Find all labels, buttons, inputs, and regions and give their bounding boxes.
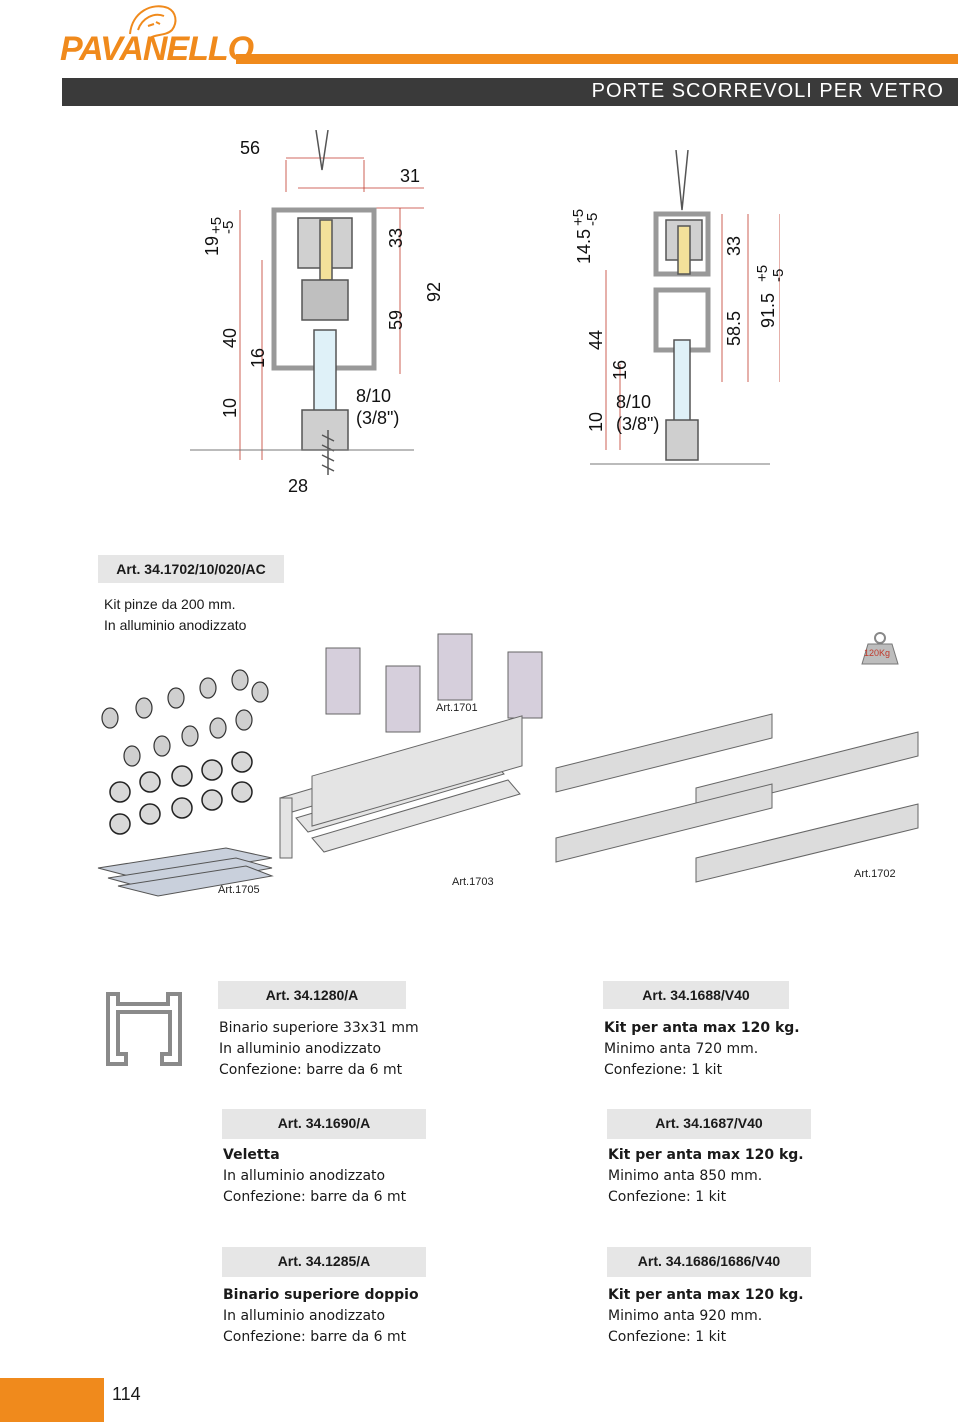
product-5-line2: In alluminio anodizzato [223, 1308, 386, 1324]
dim-14-5-minus: -5 [584, 212, 601, 226]
lion-icon [129, 5, 177, 39]
weight-label: 120Kg [864, 648, 891, 658]
title-bar: PORTE SCORREVOLI PER VETRO [62, 78, 958, 106]
dim-31: 31 [400, 166, 421, 186]
product-6-line3: Confezione: 1 kit [608, 1329, 727, 1345]
product-6-article: Art. 34.1686/1686/V40 [607, 1247, 811, 1277]
dim-44: 44 [586, 329, 606, 350]
section-drawing-right: 14.5 +5 -5 33 91.5 +5 -5 58.5 44 16 10 8… [570, 149, 787, 480]
kit-line1: Kit pinze da 200 mm. [104, 596, 236, 612]
dim-92: 92 [424, 281, 444, 302]
product-3-article: Art. 34.1690/A [222, 1109, 426, 1139]
product-4-line3: Confezione: 1 kit [608, 1189, 727, 1205]
product-6-desc: Kit per anta max 120 kg. Minimo anta 920… [608, 1285, 804, 1348]
dim-59: 59 [386, 309, 406, 330]
dim-56: 56 [240, 138, 261, 158]
dim-glass-right: 8/10 [616, 392, 652, 412]
dim-33-right: 33 [724, 235, 744, 256]
product-1-article: Art. 34.1280/A [218, 981, 406, 1009]
product-3-title: Veletta [223, 1147, 280, 1163]
product-6-title: Kit per anta max 120 kg. [608, 1287, 804, 1303]
dim-19-minus: -5 [220, 220, 237, 234]
product-1-line3: Confezione: barre da 6 mt [219, 1062, 403, 1078]
dim-33: 33 [386, 227, 406, 248]
label-art-1701: Art.1701 [436, 702, 478, 714]
dim-58-5: 58.5 [724, 310, 744, 346]
dim-10-right: 10 [586, 411, 606, 432]
brand-logo [60, 0, 230, 72]
product-6-line2: Minimo anta 920 mm. [608, 1308, 763, 1324]
product-2-article: Art. 34.1688/V40 [603, 981, 789, 1009]
product-3-desc: Veletta In alluminio anodizzato Confezio… [223, 1145, 406, 1208]
product-4-title: Kit per anta max 120 kg. [608, 1147, 804, 1163]
kit-line2: In alluminio anodizzato [104, 617, 247, 633]
product-4-line2: Minimo anta 850 mm. [608, 1168, 763, 1184]
header-accent-bar [236, 54, 958, 64]
dim-16: 16 [248, 347, 268, 368]
product-2-title: Kit per anta max 120 kg. [604, 1020, 800, 1036]
dim-10: 10 [220, 397, 240, 418]
product-1-line2: In alluminio anodizzato [219, 1041, 382, 1057]
page-number-tab [0, 1378, 104, 1422]
kit-parts-image [97, 633, 919, 897]
dim-91-5: 91.5 [758, 292, 778, 328]
weight-icon: 120Kg [856, 630, 904, 666]
kit-illustration: Art.1701 Art.1705 Art.1703 Art.1702 [96, 628, 926, 908]
product-2-line2: Minimo anta 720 mm. [604, 1041, 759, 1057]
dim-91-5-plus: +5 [754, 264, 771, 282]
dim-19: 19 [202, 235, 222, 256]
label-art-1705: Art.1705 [218, 884, 260, 896]
product-1-desc: Binario superiore 33x31 mm In alluminio … [219, 1018, 419, 1081]
product-5-title: Binario superiore doppio [223, 1287, 419, 1303]
dim-glass-inch-right: (3/8") [616, 414, 660, 434]
label-art-1703: Art.1703 [452, 876, 494, 888]
product-5-desc: Binario superiore doppio In alluminio an… [223, 1285, 419, 1348]
product-4-desc: Kit per anta max 120 kg. Minimo anta 850… [608, 1145, 804, 1208]
brand-name: PAVANELLO [60, 30, 254, 68]
product-2-line3: Confezione: 1 kit [604, 1062, 723, 1078]
product-5-line3: Confezione: barre da 6 mt [223, 1329, 407, 1345]
page-title: PORTE SCORREVOLI PER VETRO [591, 80, 944, 102]
dim-28: 28 [288, 476, 309, 496]
product-3-line2: In alluminio anodizzato [223, 1168, 386, 1184]
rail-profile-icon [98, 980, 190, 1072]
label-art-1702: Art.1702 [854, 868, 896, 880]
dim-glass: 8/10 [356, 386, 392, 406]
dim-14-5: 14.5 [574, 228, 594, 264]
product-3-line3: Confezione: barre da 6 mt [223, 1189, 407, 1205]
product-4-article: Art. 34.1687/V40 [607, 1109, 811, 1139]
dim-glass-inch: (3/8") [356, 408, 400, 428]
product-2-desc: Kit per anta max 120 kg. Minimo anta 720… [604, 1018, 800, 1081]
section-drawing-left: 56 31 19 +5 -5 33 92 59 40 16 10 8/10 (3… [190, 129, 444, 500]
right-section-diagram [590, 149, 781, 465]
dim-91-5-minus: -5 [770, 268, 787, 282]
product-1-title: Binario superiore 33x31 mm [219, 1020, 419, 1036]
dim-16-right: 16 [610, 359, 630, 380]
page-number: 114 [112, 1384, 141, 1404]
dim-40: 40 [220, 327, 240, 348]
product-5-article: Art. 34.1285/A [222, 1247, 426, 1277]
kit-article: Art. 34.1702/10/020/AC [98, 555, 284, 583]
